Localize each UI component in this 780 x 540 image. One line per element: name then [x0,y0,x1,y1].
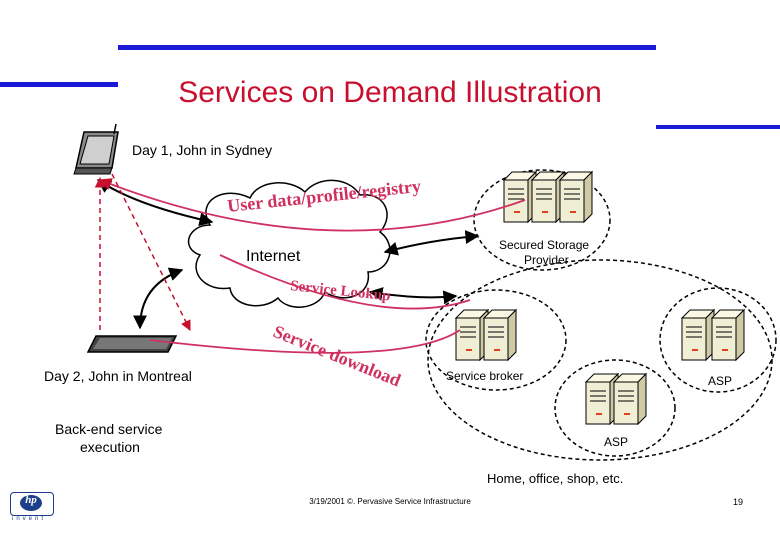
server-icon-asp-bottom-2 [613,373,647,425]
slide-title: Services on Demand Illustration [178,76,602,109]
label-secured-storage: Secured Storage [499,238,590,252]
accent-bar-left [0,82,118,87]
asp-bottom-oval [554,359,676,457]
curve-lookup [219,254,471,310]
label-day2: Day 2, John in Montreal [44,368,192,384]
arrow-cloud-broker [368,287,458,305]
accent-bar-top [118,45,656,50]
laptop-icon-montreal [86,335,178,353]
home-oval [427,259,773,461]
server-icon-asp-right-1 [681,309,715,361]
server-icon-broker-2 [483,309,517,361]
label-service-broker: Service broker [446,369,524,383]
server-icon-storage-1 [503,171,537,223]
logo-sub: invent [12,516,47,522]
label-backend-1: Back-end service [55,421,163,437]
secured-storage-oval [473,169,611,271]
accent-bar-right [656,125,780,129]
service-broker-oval [425,289,567,391]
page-number: 19 [733,497,744,507]
server-icon-storage-3 [559,171,593,223]
curve-profile [98,178,526,232]
server-icon-storage-2 [531,171,565,223]
dashed-arrow-diagonal [111,173,191,331]
label-internet: Internet [246,248,301,265]
label-day1: Day 1, John in Sydney [132,142,273,158]
label-asp-right: ASP [708,374,733,388]
label-provider: Provider [524,253,569,267]
footer-text: 3/19/2001 ©. Pervasive Service Infrastru… [309,497,471,506]
server-icon-asp-right-2 [711,309,745,361]
label-home: Home, office, shop, etc. [487,471,624,486]
laptop-icon-sydney [73,123,119,175]
curve-text-download: Service download [271,321,404,390]
arrow-cloud-storage [383,230,480,256]
asp-right-oval [659,287,777,393]
curve-download [149,329,461,354]
logo-text: hp [25,494,37,506]
arrow-montreal-cloud [133,267,184,330]
server-icon-broker-1 [455,309,489,361]
server-icon-asp-bottom-1 [585,373,619,425]
hp-logo: hp [10,492,54,516]
label-asp-bottom: ASP [604,435,629,449]
label-backend-2: execution [80,439,140,455]
internet-cloud-icon [187,179,391,308]
